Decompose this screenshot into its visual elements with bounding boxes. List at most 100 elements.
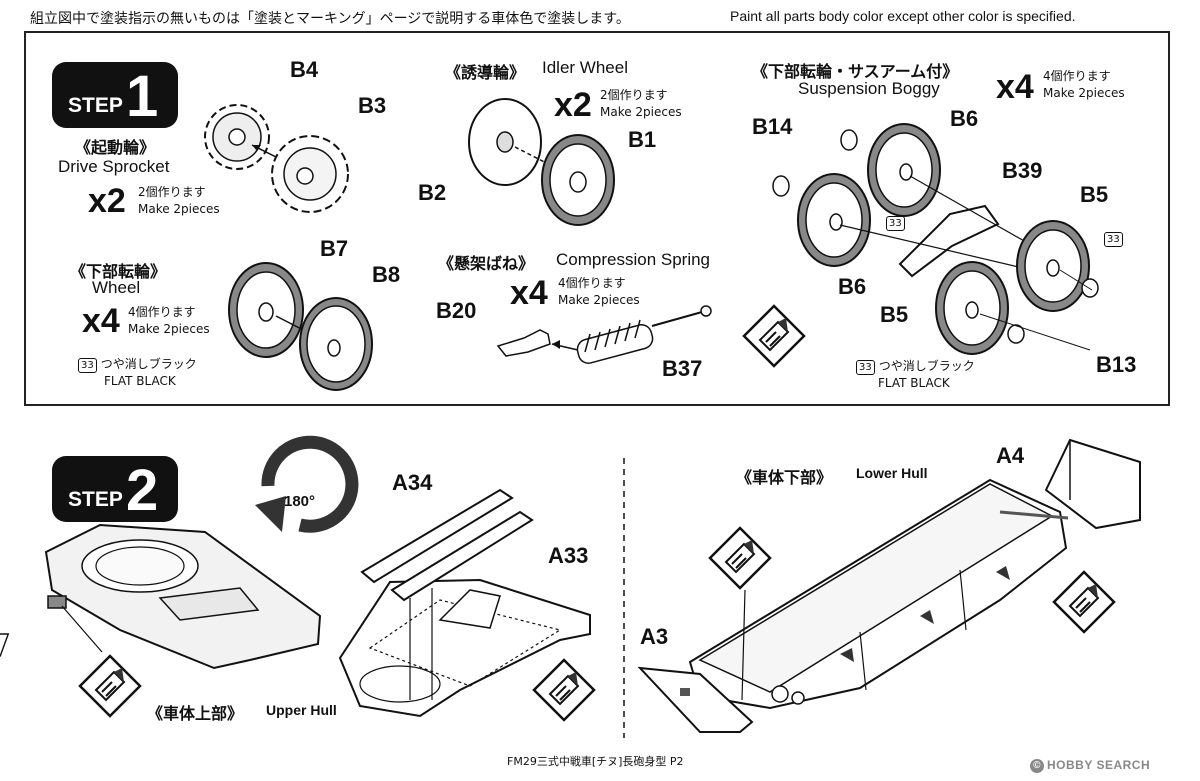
part-label-b7: B7: [320, 236, 349, 261]
boggy-title-jp: 《下部転輪・サスアーム付》: [752, 62, 959, 81]
wheel-title-en: Wheel: [92, 278, 141, 297]
spring-qty: x4: [510, 274, 548, 312]
idler-wheel-b1-drawing: [541, 134, 615, 226]
qty-note-en: Make 2pieces: [138, 202, 220, 216]
qty-note-jp: 4個作ります: [128, 305, 196, 319]
spring-title-jp: 《懸架ばね》: [438, 254, 535, 273]
boggy-b14-caps-drawing: [772, 129, 858, 197]
part-a34-drawing: [360, 488, 514, 584]
spring-b20-drawing: [496, 329, 551, 357]
upper-hull-title-jp: 《車体上部》: [147, 704, 244, 723]
paint-code-33: 33: [1104, 232, 1123, 247]
part-label-b5-right: B5: [1080, 182, 1109, 207]
rotate-180-label: 180°: [284, 493, 316, 510]
part-a3-drawing: [637, 666, 754, 733]
boggy-b5-lower-drawing: [935, 261, 1009, 355]
drive-sprocket-qty: x2: [88, 182, 126, 220]
boggy-qty-note: 4個作ります Make 2pieces: [1043, 68, 1125, 102]
part-label-b14: B14: [752, 114, 793, 139]
step1-badge-word: STEP: [68, 94, 123, 117]
part-label-a3: A3: [640, 624, 669, 649]
part-a33-drawing: [390, 510, 534, 602]
boggy-b39-arm-drawing: [898, 204, 1000, 278]
part-label-a4: A4: [996, 443, 1025, 468]
drive-sprocket-title-en: Drive Sprocket: [58, 157, 170, 176]
drive-sprocket-b3-drawing: [271, 135, 349, 213]
part-label-b8: B8: [372, 262, 401, 287]
part-label-b39: B39: [1002, 158, 1043, 183]
step2-badge-number: 2: [126, 458, 159, 523]
wheel-b7-drawing: [228, 262, 304, 358]
general-paint-note-en: Paint all parts body color except other …: [730, 8, 1076, 24]
general-paint-note-jp: 組立図中で塗装指示の無いものは「塗装とマーキング」ページで説明する車体色で塗装し…: [30, 11, 630, 27]
part-label-b2: B2: [418, 180, 447, 205]
qty-note-en: Make 2pieces: [128, 322, 210, 336]
qty-note-jp: 2個作ります: [600, 88, 668, 102]
paint-code-badge: 33: [886, 214, 909, 231]
general-paint-note: 組立図中で塗装指示の無いものは「塗装とマーキング」ページで説明する車体色で塗装し…: [30, 8, 1076, 28]
idler-wheel-b2-drawing: [468, 98, 542, 186]
glue-cement-icon: [1052, 570, 1116, 634]
boggy-b6-lower-drawing: [797, 173, 871, 267]
paint-name-jp: つや消しブラック: [878, 359, 975, 373]
wheel-b8-drawing: [299, 297, 373, 391]
copyright-icon: ©: [1030, 758, 1044, 773]
spring-qty-note: 4個作ります Make 2pieces: [558, 275, 640, 309]
paint-code-badge: 33: [1104, 230, 1127, 247]
boggy-b13-caps-drawing: [1007, 278, 1099, 344]
part-label-a34: A34: [392, 470, 433, 495]
part-label-b13: B13: [1096, 352, 1137, 377]
glue-cement-icon: [708, 526, 772, 590]
wheel-title-jp: 《下部転輪》: [70, 262, 167, 281]
part-label-a33: A33: [548, 543, 589, 568]
wheel-qty: x4: [82, 302, 120, 340]
drive-sprocket-qty-note: 2個作ります Make 2pieces: [138, 184, 220, 218]
step1-badge-number: 1: [126, 64, 159, 129]
glue-cement-icon: [742, 304, 806, 368]
lower-hull-title-en: Lower Hull: [856, 465, 928, 481]
part-label-b20: B20: [436, 298, 477, 323]
step2-badge: STEP 2: [52, 456, 178, 522]
boggy-b5-right-drawing: [1016, 220, 1090, 312]
spring-b37-drawing: [576, 305, 712, 364]
idler-wheel-qty: x2: [554, 86, 592, 124]
part-label-b37: B37: [662, 356, 703, 381]
boggy-title-en: Suspension Boggy: [798, 79, 940, 98]
watermark-text: HOBBY SEARCH: [1047, 758, 1151, 772]
rotate-180-icon: [255, 435, 359, 533]
qty-note-jp: 2個作ります: [138, 185, 206, 199]
glue-cement-icon: [78, 654, 142, 718]
glue-cement-icon: [532, 658, 596, 722]
idler-wheel-title-jp: 《誘導輪》: [445, 63, 526, 82]
part-a4-drawing: [999, 438, 1141, 530]
page-footer: FM29三式中戦車[チヌ]長砲身型 P2: [507, 755, 684, 768]
part-label-b6-lower: B6: [838, 274, 867, 299]
upper-hull-title-en: Upper Hull: [266, 702, 337, 718]
qty-note-jp: 4個作ります: [558, 276, 626, 290]
idler-wheel-qty-note: 2個作ります Make 2pieces: [600, 87, 682, 121]
boggy-b6-upper-drawing: [867, 123, 941, 217]
part-label-b4: B4: [290, 57, 319, 82]
part-label-b6-upper: B6: [950, 106, 979, 131]
paint-code-33: 33: [886, 216, 905, 231]
lower-hull-title-jp: 《車体下部》: [736, 468, 833, 487]
part-label-b3: B3: [358, 93, 387, 118]
boggy-qty: x4: [996, 68, 1034, 106]
paint-name-en: FLAT BLACK: [104, 374, 176, 388]
wheel-qty-note: 4個作ります Make 2pieces: [128, 304, 210, 338]
part-label-b1: B1: [628, 127, 657, 152]
qty-note-en: Make 2pieces: [1043, 86, 1125, 100]
part-label-b5-lower: B5: [880, 302, 909, 327]
drive-sprocket-title-jp: 《起動輪》: [75, 138, 156, 157]
idler-wheel-title-en: Idler Wheel: [542, 58, 628, 77]
upper-hull-drawing: [0, 523, 322, 670]
qty-note-jp: 4個作ります: [1043, 69, 1111, 83]
qty-note-en: Make 2pieces: [600, 105, 682, 119]
paint-name-en: FLAT BLACK: [878, 376, 950, 390]
drive-sprocket-b4-drawing: [204, 104, 270, 170]
paint-code-33: 33: [856, 360, 875, 375]
spring-title-en: Compression Spring: [556, 250, 711, 269]
step1-badge: STEP 1: [52, 62, 178, 128]
